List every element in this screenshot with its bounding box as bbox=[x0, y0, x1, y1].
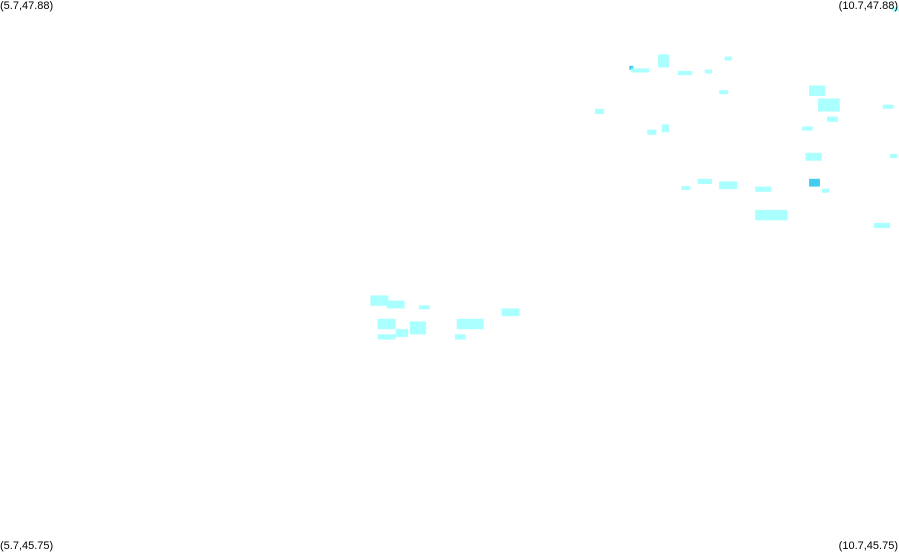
heat-cell-25 bbox=[873, 222, 890, 229]
heat-cell-21 bbox=[719, 181, 738, 190]
heat-cell-18 bbox=[809, 178, 820, 187]
heat-cell-0 bbox=[629, 65, 634, 70]
heat-cell-24 bbox=[755, 209, 788, 221]
heat-cell-2 bbox=[658, 54, 669, 68]
heat-cell-15 bbox=[890, 153, 898, 158]
heat-cell-20 bbox=[697, 178, 712, 184]
heat-cell-29 bbox=[377, 318, 396, 330]
heat-cell-19 bbox=[821, 188, 829, 193]
heat-cell-13 bbox=[801, 126, 813, 131]
heat-cell-12 bbox=[827, 116, 838, 122]
heat-cell-17 bbox=[805, 152, 822, 161]
heat-cell-32 bbox=[409, 321, 427, 335]
heat-cell-27 bbox=[386, 300, 405, 309]
heat-cell-9 bbox=[661, 124, 669, 133]
heat-cell-4 bbox=[704, 69, 712, 74]
heat-cell-26 bbox=[370, 295, 389, 306]
heat-cell-3 bbox=[677, 71, 693, 76]
heat-cell-31 bbox=[395, 329, 409, 337]
heat-cell-11 bbox=[818, 98, 840, 112]
corner-label-bottom-left: (5.7,45.75) bbox=[0, 540, 54, 552]
corner-label-bottom-right: (10.7,45.75) bbox=[838, 540, 898, 552]
heat-cell-16 bbox=[891, 7, 899, 12]
corner-label-top-right: (10.7,47.88) bbox=[838, 0, 898, 12]
heat-cell-22 bbox=[681, 186, 691, 191]
corner-label-top-left: (5.7,47.88) bbox=[0, 0, 54, 12]
heat-cell-28 bbox=[418, 305, 430, 310]
heat-cell-33 bbox=[456, 318, 484, 330]
heat-cell-23 bbox=[755, 186, 772, 192]
heat-cell-34 bbox=[454, 334, 466, 340]
heat-cell-7 bbox=[595, 108, 605, 114]
heat-cell-5 bbox=[719, 90, 729, 95]
heat-cell-10 bbox=[809, 85, 826, 96]
heat-cell-6 bbox=[724, 56, 732, 61]
heat-cell-14 bbox=[882, 104, 894, 109]
heat-cell-30 bbox=[377, 334, 396, 340]
heat-cell-8 bbox=[647, 129, 657, 135]
heat-cell-1 bbox=[631, 68, 650, 73]
heat-cell-35 bbox=[501, 308, 520, 317]
